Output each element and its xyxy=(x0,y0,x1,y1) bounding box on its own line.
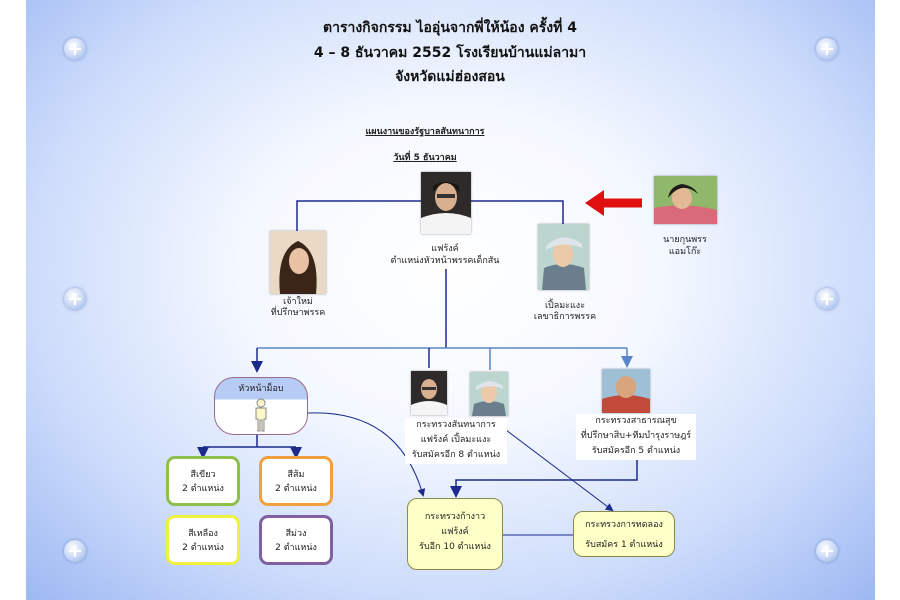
team-name: สีม่วง xyxy=(285,529,307,539)
pm-role: แอมโก๊ะ xyxy=(668,247,702,257)
team-purple: สีม่วง 2 ตำแหน่ง xyxy=(259,515,333,565)
head-photo xyxy=(421,172,471,234)
advisor-name: เจ้าใหม่ xyxy=(283,297,313,307)
team-name: สีเขียว xyxy=(190,470,216,480)
team-name: สีส้ม xyxy=(287,470,305,480)
team-yellow: สีเหลือง 2 ตำแหน่ง xyxy=(166,515,240,565)
plus-pin-icon xyxy=(816,38,838,60)
recreation-ministry-box: กระทรวงสันทนาการ แฟร้งค์ เปิ้ลมะแงะ รับส… xyxy=(405,418,507,464)
head-name: แฟร้งค์ xyxy=(431,244,459,254)
recreation-photo-1 xyxy=(411,371,447,415)
experiment-line1: กระทรวงการทดลอง xyxy=(585,520,663,530)
page-title-line2: 4 – 8 ธันวาคม 2552 โรงเรียนบ้านแม่ลามา xyxy=(313,45,587,61)
secretary-role: เลขาธิการพรรค xyxy=(533,312,597,322)
pm-name: นายกุนพรร xyxy=(663,235,707,245)
health-ministry-box: กระทรวงสาธารณสุข ที่ปรึกษาสิบ+ทีมบำรุงรา… xyxy=(576,414,696,460)
team-count: 2 ตำแหน่ง xyxy=(275,543,317,553)
secretary-name: เปิ้ลมะแงะ xyxy=(544,301,586,311)
person-icon xyxy=(255,398,267,432)
plus-pin-icon xyxy=(64,288,86,310)
advisor-role: ที่ปรึกษาพรรค xyxy=(270,308,326,318)
health-line3: รับสมัครอีก 5 ตำแหน่ง xyxy=(591,446,681,456)
plan-title: แผนงานของรัฐบาลสันทนาการ xyxy=(365,127,485,137)
experiment-ministry-box: กระทรวงการทดลอง รับสมัคร 1 ตำแหน่ง xyxy=(573,511,675,557)
labor-line1: กระทรวงก้างาว xyxy=(424,512,486,522)
team-count: 2 ตำแหน่ง xyxy=(275,484,317,494)
page-title-line1: ตารางกิจกรรม ไออุ่นจากพี่ให้น้อง ครั้งที… xyxy=(323,20,577,36)
plan-date: วันที่ 5 ธันวาคม xyxy=(393,153,457,163)
experiment-line2: รับสมัคร 1 ตำแหน่ง xyxy=(585,540,663,550)
recreation-line1: กระทรวงสันทนาการ xyxy=(416,420,496,430)
plus-pin-icon xyxy=(64,38,86,60)
labor-line3: รับอีก 10 ตำแหน่ง xyxy=(419,542,491,552)
team-name: สีเหลือง xyxy=(188,529,218,539)
health-photo xyxy=(602,369,650,413)
mob-leader-label: หัวหน้าม็อบ xyxy=(238,384,284,394)
pm-photo xyxy=(654,176,717,224)
health-line1: กระทรวงสาธารณสุข xyxy=(595,416,677,426)
recreation-line3: รับสมัครอีก 8 ตำแหน่ง xyxy=(411,450,501,460)
mob-leader-box: หัวหน้าม็อบ xyxy=(214,377,308,435)
team-orange: สีส้ม 2 ตำแหน่ง xyxy=(259,456,333,506)
labor-ministry-box: กระทรวงก้างาว แฟร้งค์ รับอีก 10 ตำแหน่ง xyxy=(407,498,503,570)
plus-pin-icon xyxy=(64,540,86,562)
plus-pin-icon xyxy=(816,288,838,310)
advisor-photo xyxy=(270,231,326,294)
health-line2: ที่ปรึกษาสิบ+ทีมบำรุงราษฎร์ xyxy=(580,431,692,441)
head-role: ตำแหน่งหัวหน้าพรรคเด็กสัน xyxy=(390,256,500,266)
secretary-photo xyxy=(538,224,589,290)
team-count: 2 ตำแหน่ง xyxy=(182,543,224,553)
team-green: สีเขียว 2 ตำแหน่ง xyxy=(166,456,240,506)
recreation-photo-2 xyxy=(470,372,508,416)
team-count: 2 ตำแหน่ง xyxy=(182,484,224,494)
recreation-line2: แฟร้งค์ เปิ้ลมะแงะ xyxy=(420,435,492,445)
labor-line2: แฟร้งค์ xyxy=(441,527,469,537)
page-title-line3: จังหวัดแม่ฮ่องสอน xyxy=(395,69,505,85)
plus-pin-icon xyxy=(816,540,838,562)
